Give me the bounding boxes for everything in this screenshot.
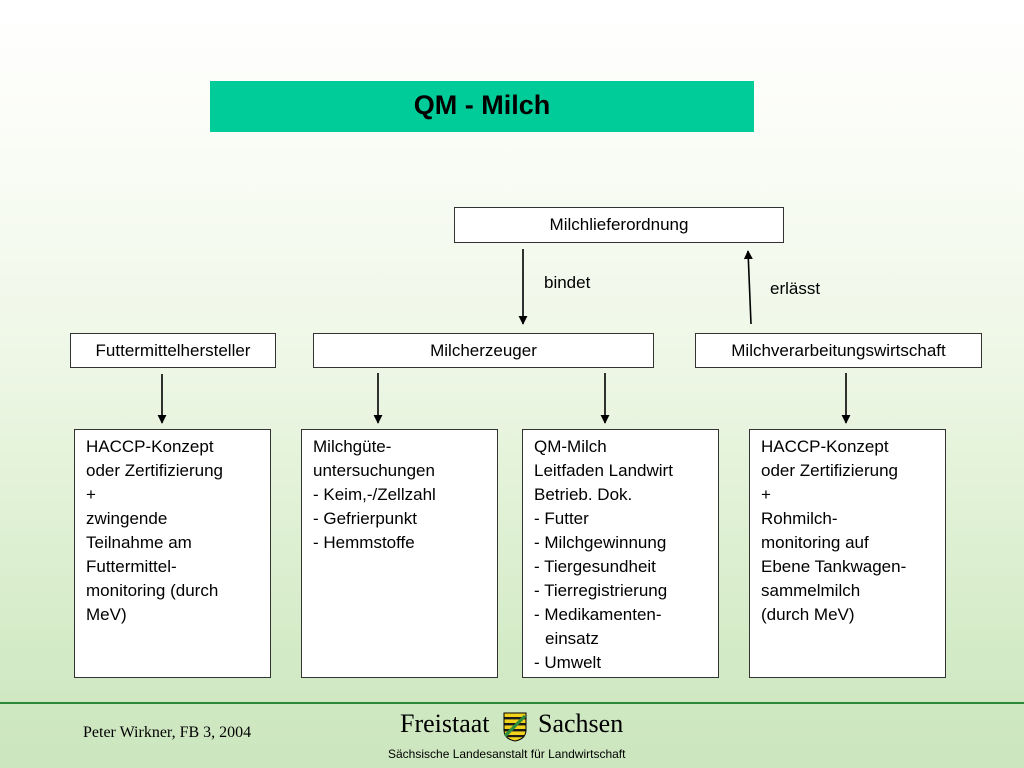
detail-milchguete: Milchgüte- untersuchungen - Keim,-/Zellz… (301, 429, 498, 678)
detail-line: Rohmilch- (761, 509, 838, 528)
node-milcherzeuger: Milcherzeuger (313, 333, 654, 368)
page-title: QM - Milch (413, 90, 551, 120)
detail-qm-milch: QM-Milch Leitfaden Landwirt Betrieb. Dok… (522, 429, 719, 678)
detail-line: oder Zertifizierung (86, 461, 224, 480)
node-milchverarbeitungswirtschaft-label: Milchverarbeitungswirtschaft (731, 340, 946, 360)
detail-line: Teilnahme am (86, 533, 192, 552)
footer-author: Peter Wirkner, FB 3, 2004 (83, 724, 252, 741)
footer-institute: Sächsische Landesanstalt für Landwirtsch… (388, 747, 626, 761)
footer-divider (0, 702, 1024, 704)
detail-line: Milchgüte- (313, 437, 392, 456)
detail-line: - Umwelt (534, 653, 602, 672)
detail-line: QM-Milch (534, 437, 607, 456)
detail-line: MeV) (86, 605, 127, 624)
detail-line: - Futter (534, 509, 589, 528)
title-bar: QM - Milch (210, 81, 754, 132)
brand-text-left: Freistaat (400, 709, 490, 738)
arrow-erlaesst (743, 250, 753, 325)
brand-text-right: Sachsen (538, 709, 624, 738)
detail-verarbeitung: HACCP-Konzept oder Zertifizierung + Rohm… (749, 429, 946, 678)
edge-label-erlaesst: erlässt (770, 279, 821, 298)
detail-line: Ebene Tankwagen- (761, 557, 907, 576)
node-milcherzeuger-label: Milcherzeuger (430, 340, 537, 360)
detail-line: + (86, 485, 96, 504)
detail-line: - Gefrierpunkt (313, 509, 417, 528)
detail-line: (durch MeV) (761, 605, 855, 624)
detail-line: einsatz (545, 629, 599, 648)
detail-line: monitoring (durch (86, 581, 219, 600)
detail-line: Futtermittel- (86, 557, 177, 576)
edge-label-bindet: bindet (544, 273, 591, 292)
detail-line: + (761, 485, 771, 504)
node-milchverarbeitungswirtschaft: Milchverarbeitungswirtschaft (695, 333, 982, 368)
saxony-crest-icon (503, 712, 527, 742)
detail-line: Betrieb. Dok. (534, 485, 633, 504)
detail-line: - Keim,-/Zellzahl (313, 485, 436, 504)
detail-line: untersuchungen (313, 461, 435, 480)
detail-line: - Milchgewinnung (534, 533, 667, 552)
detail-line: sammelmilch (761, 581, 861, 600)
detail-line: HACCP-Konzept (86, 437, 214, 456)
detail-line: HACCP-Konzept (761, 437, 889, 456)
detail-line: oder Zertifizierung (761, 461, 899, 480)
detail-line: - Hemmstoffe (313, 533, 415, 552)
detail-line: - Tierregistrierung (534, 581, 668, 600)
node-milchlieferordnung: Milchlieferordnung (454, 207, 784, 243)
detail-line: - Medikamenten- (534, 605, 662, 624)
brand-logo: Freistaat Sachsen (400, 709, 636, 745)
node-futtermittelhersteller-label: Futtermittelhersteller (95, 340, 251, 360)
detail-futtermittel: HACCP-Konzept oder Zertifizierung + zwin… (74, 429, 271, 678)
detail-line: - Tiergesundheit (534, 557, 656, 576)
node-futtermittelhersteller: Futtermittelhersteller (70, 333, 276, 368)
detail-line: Leitfaden Landwirt (534, 461, 673, 480)
detail-line: zwingende (86, 509, 168, 528)
node-milchlieferordnung-label: Milchlieferordnung (549, 215, 689, 234)
detail-line: monitoring auf (761, 533, 869, 552)
